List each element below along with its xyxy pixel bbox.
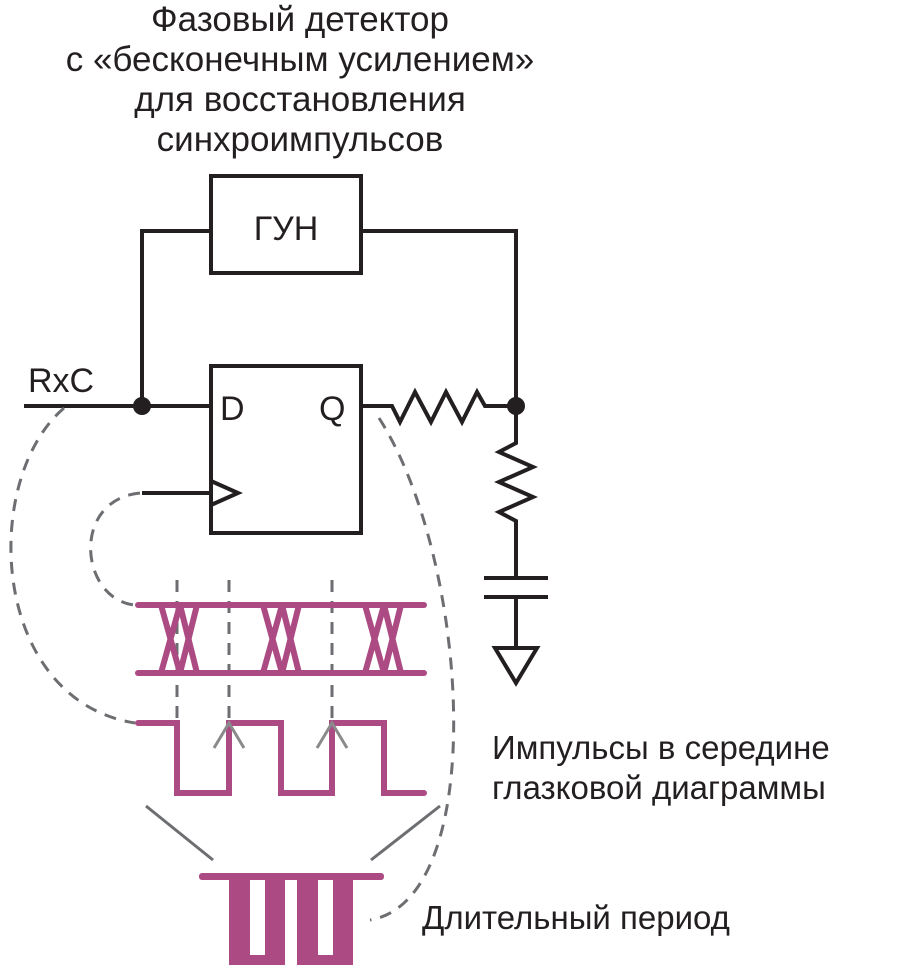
caption-long-period: Длительный период	[422, 899, 730, 936]
long-period-waveform	[199, 873, 384, 965]
title-line-4: синхроимпульсов	[156, 120, 444, 159]
d-label: D	[220, 390, 245, 428]
eye-crossing-3	[362, 602, 404, 676]
vco-label: ГУН	[254, 210, 319, 248]
callout-line-left	[145, 804, 214, 862]
series-resistor	[361, 387, 516, 427]
input-label: RxC	[28, 362, 94, 400]
dashed-link-clock-to-eye	[89, 491, 141, 607]
mid-eye-pulse-train	[135, 720, 427, 796]
junction-dot-input	[133, 397, 151, 415]
dashed-link-rxc-to-pulses	[9, 406, 136, 725]
shunt-resistor	[494, 406, 538, 578]
title-line-3: для восстановления	[134, 80, 466, 119]
q-label: Q	[319, 390, 345, 428]
rising-edge-arrow-2	[315, 720, 349, 749]
d-flipflop	[209, 364, 363, 535]
caption-mid-eye-pulses: Импульсы в середине глазковой диаграммы	[492, 728, 830, 808]
vco-right-wire	[361, 229, 518, 406]
title-line-1: Фазовый детектор	[151, 0, 449, 39]
vco-left-wire	[140, 229, 211, 406]
ground-symbol	[491, 646, 541, 687]
clock-input-triangle	[210, 479, 243, 507]
rising-edge-arrow-1	[212, 720, 246, 749]
caption-mid-eye-line-2: глазковой диаграммы	[492, 769, 826, 806]
eye-crossing-1	[158, 602, 200, 676]
vco-block	[209, 174, 363, 275]
junction-dot-output	[507, 397, 525, 415]
eye-crossing-2	[260, 602, 302, 676]
callout-line-right	[370, 804, 441, 862]
diagram-title: Фазовый детектор с «бесконечным усиление…	[0, 0, 600, 160]
title-line-2: с «бесконечным усилением»	[65, 40, 535, 79]
caption-mid-eye-line-1: Импульсы в середине	[492, 729, 830, 766]
